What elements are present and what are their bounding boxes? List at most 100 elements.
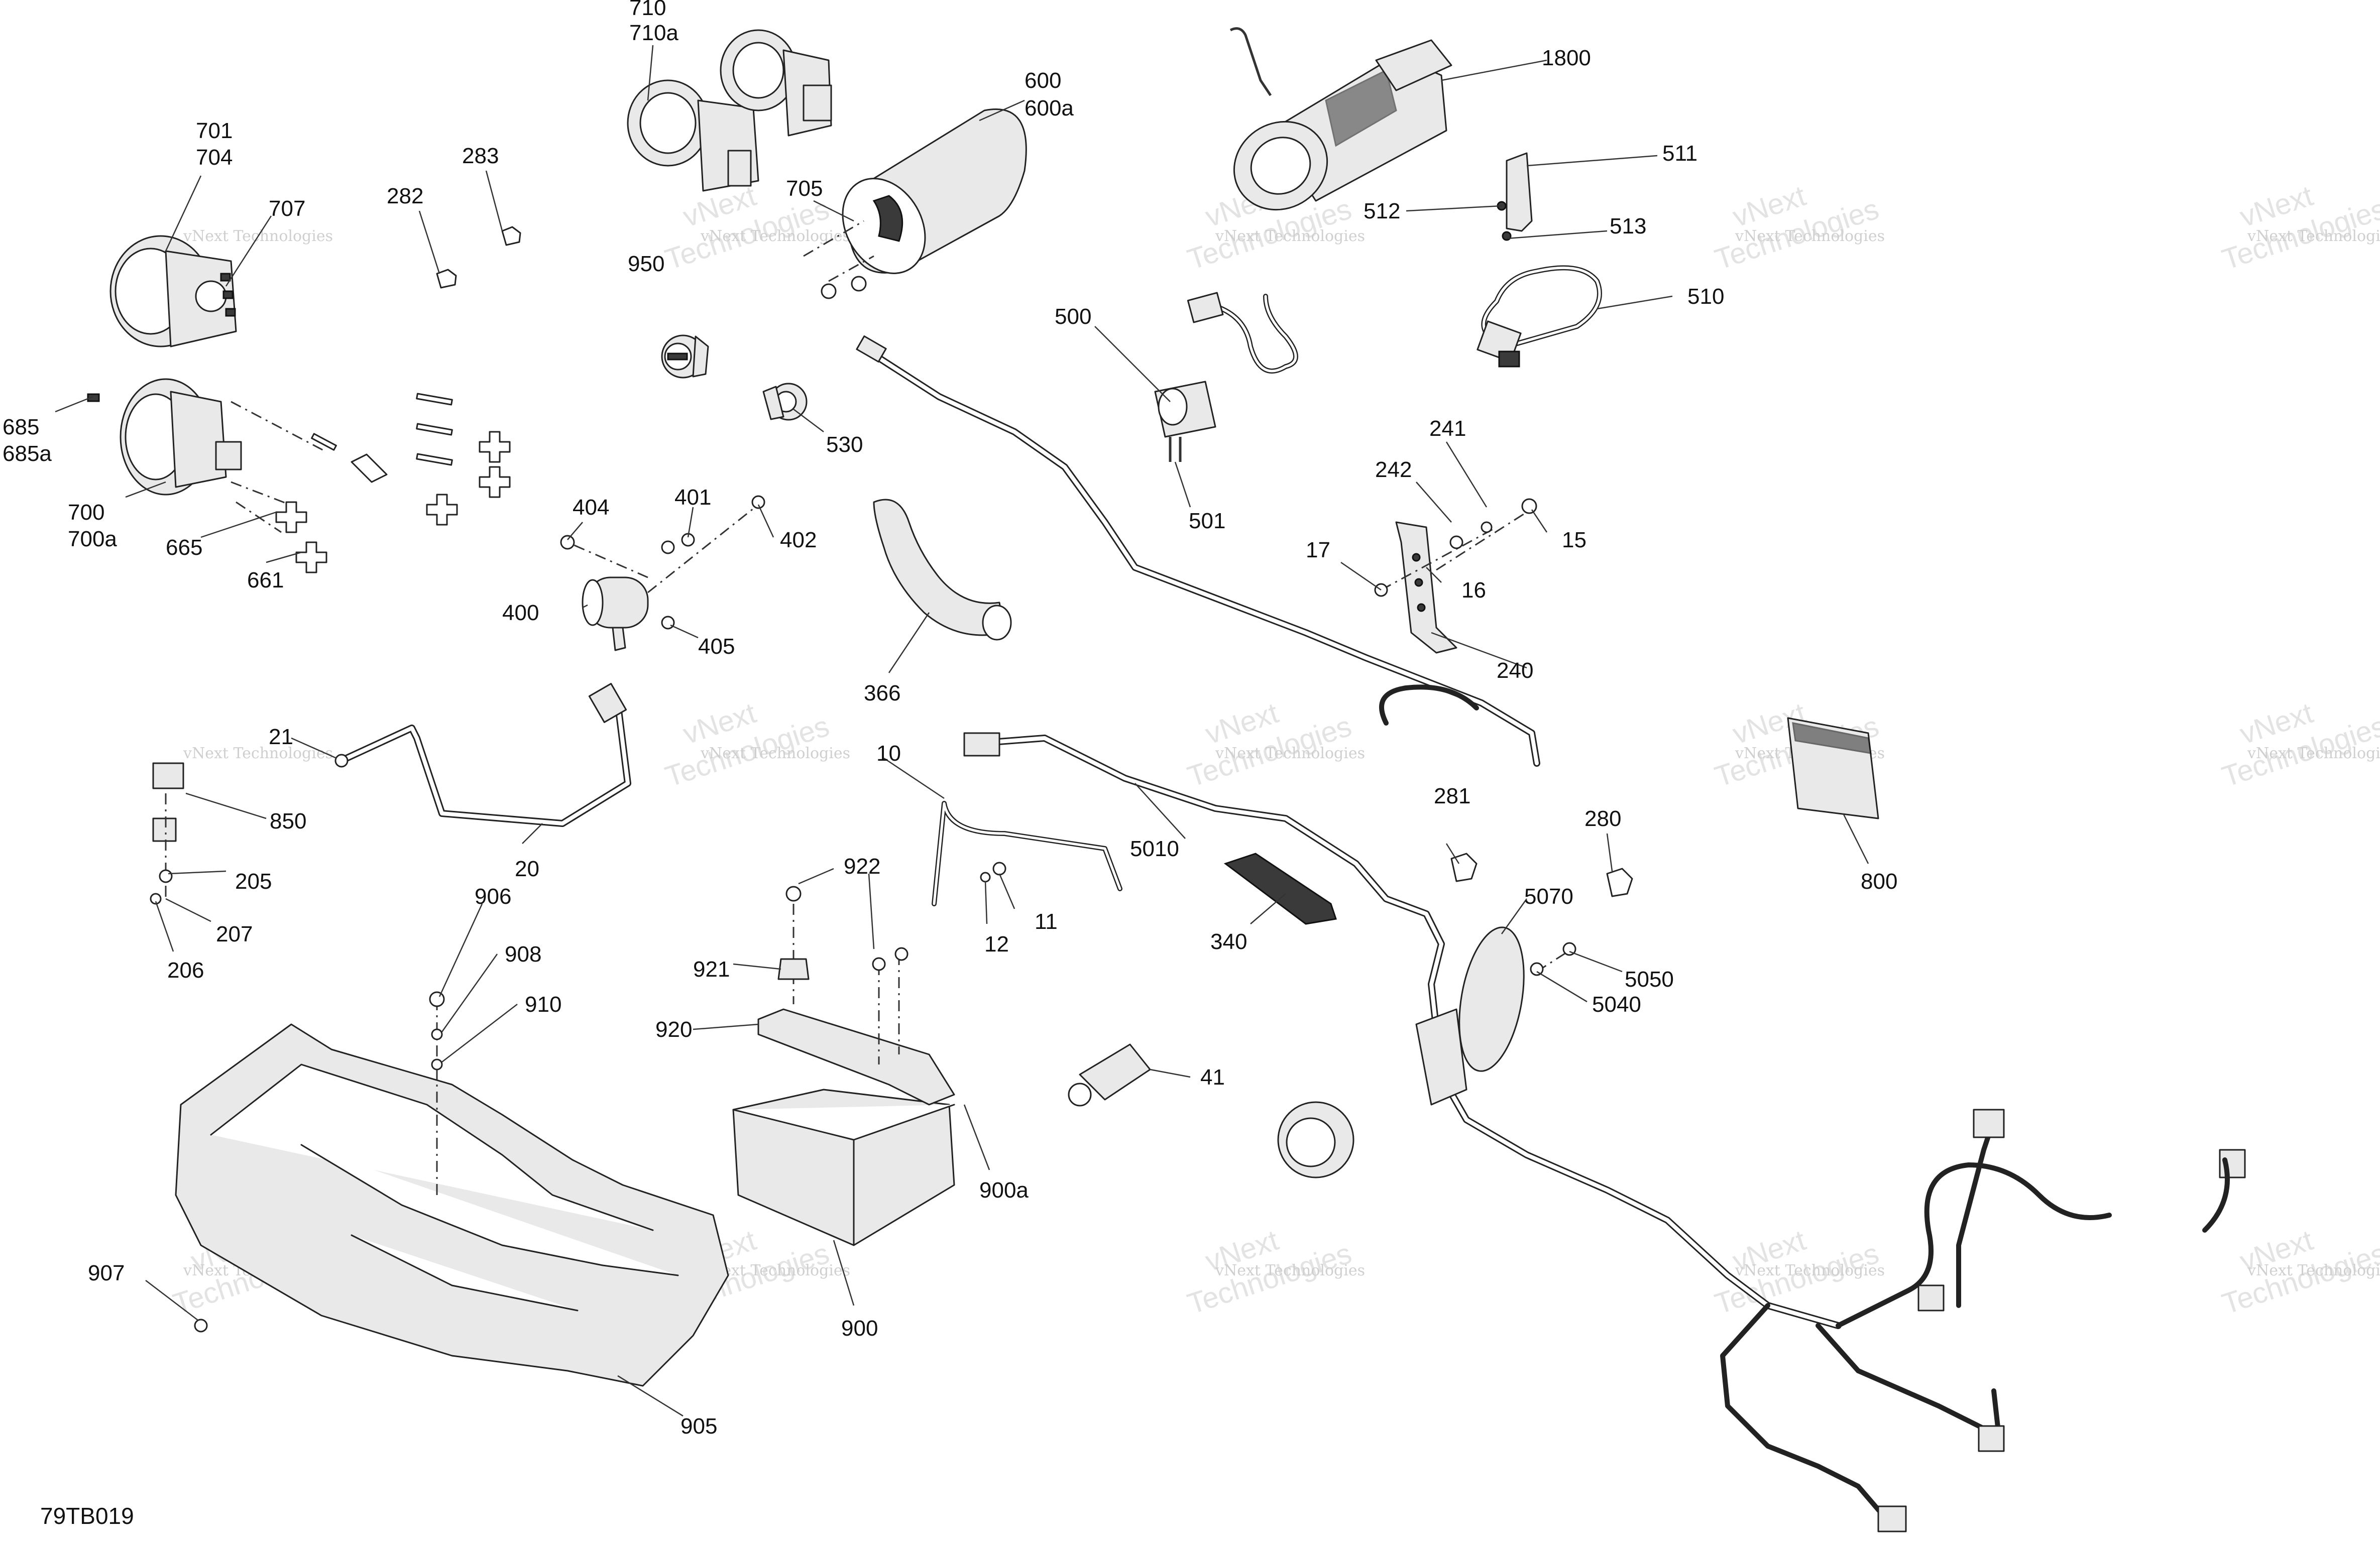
callout-950: 950	[628, 252, 664, 276]
callout-1800: 1800	[1542, 46, 1591, 70]
callout-850: 850	[270, 809, 306, 834]
callout-705: 705	[786, 176, 823, 201]
callout-920: 920	[655, 1017, 692, 1042]
watermark-text: vNext Technologies	[2247, 745, 2380, 762]
clip-280[interactable]	[1606, 868, 1633, 897]
watermark: vNext Technologies	[2218, 179, 2380, 276]
winch-cable[interactable]	[856, 335, 1540, 767]
winch-switch-harness[interactable]	[1477, 152, 1602, 368]
callout-5070: 5070	[1524, 884, 1573, 909]
leader-lines	[55, 45, 1869, 1417]
watermark-text: vNext Technologies	[2247, 1262, 2380, 1279]
control-module-800[interactable]	[1787, 717, 1879, 819]
callout-900: 900	[841, 1316, 878, 1341]
switch-harness-500[interactable]	[1154, 292, 1298, 462]
callout-5040: 5040	[1592, 992, 1641, 1017]
winch[interactable]	[1218, 27, 1452, 226]
socket-530[interactable]	[762, 383, 808, 421]
callout-700: 700	[68, 500, 104, 525]
callout-906: 906	[475, 884, 511, 909]
callout-206: 206	[167, 958, 204, 983]
ground-cable-10[interactable]	[932, 801, 1122, 906]
watermark-text: vNext Technologies	[2247, 227, 2380, 245]
callout-710a: 710a	[629, 21, 678, 45]
corrugated-tube-340[interactable]	[1223, 853, 1337, 925]
hose-366[interactable]	[873, 499, 1012, 641]
watermark: vNext Technologies	[661, 696, 833, 793]
main-wire-harness-5010[interactable]	[963, 732, 2246, 1532]
bracket-240[interactable]	[1374, 498, 1537, 654]
callout-501: 501	[1189, 509, 1225, 533]
air-filter[interactable]	[803, 108, 1027, 299]
callout-401: 401	[674, 485, 711, 510]
callout-800: 800	[1861, 869, 1897, 894]
callout-205: 205	[235, 869, 272, 894]
callout-704: 704	[196, 145, 233, 170]
callout-15: 15	[1562, 528, 1586, 552]
callout-512: 512	[1364, 199, 1400, 223]
callout-530: 530	[826, 432, 863, 457]
callout-242: 242	[1375, 457, 1412, 482]
watermark: vNext Technologies	[2218, 696, 2380, 793]
round-light[interactable]	[1277, 1101, 1354, 1178]
callout-400: 400	[502, 601, 539, 625]
callout-11: 11	[1035, 909, 1058, 934]
callout-405: 405	[698, 634, 735, 659]
callout-16: 16	[1461, 578, 1486, 603]
battery-900[interactable]	[732, 1089, 955, 1246]
callout-685: 685	[3, 415, 39, 439]
watermark-text: vNext Technologies	[700, 745, 850, 762]
callout-41: 41	[1200, 1065, 1225, 1090]
callout-241: 241	[1429, 416, 1466, 441]
callout-402: 402	[780, 528, 817, 552]
watermark-text: vNext Technologies	[1735, 227, 1885, 245]
callout-207: 207	[216, 922, 253, 946]
ignition-key-switch[interactable]	[661, 334, 709, 379]
callout-404: 404	[573, 495, 609, 520]
callout-910: 910	[525, 992, 561, 1017]
callout-280: 280	[1584, 806, 1621, 831]
callout-908: 908	[505, 942, 541, 967]
callout-600a: 600a	[1025, 96, 1074, 121]
callout-12: 12	[984, 932, 1009, 957]
connector-850[interactable]	[150, 762, 184, 905]
watermark-text: vNext Technologies	[1215, 227, 1365, 245]
headlight-upper[interactable]	[109, 235, 237, 347]
throttle-body[interactable]	[627, 29, 832, 192]
callout-510: 510	[1687, 284, 1724, 309]
callout-21: 21	[269, 725, 293, 749]
callout-922: 922	[844, 854, 880, 879]
battery-tray-905[interactable]	[175, 991, 729, 1387]
callout-20: 20	[515, 857, 539, 881]
watermark-text: vNext Technologies	[1215, 1262, 1365, 1279]
watermark-text: vNext Technologies	[183, 745, 333, 762]
callout-283: 283	[462, 144, 499, 168]
watermark-text: vNext Technologies	[1215, 745, 1365, 762]
headlight-hardware	[87, 226, 521, 573]
battery-cable-20[interactable]	[334, 683, 631, 827]
cover-5070[interactable]	[1449, 922, 1576, 1076]
callout-281: 281	[1434, 784, 1470, 808]
callout-10: 10	[876, 741, 901, 766]
callout-710: 710	[629, 0, 666, 20]
callout-665: 665	[166, 535, 202, 560]
callout-701: 701	[196, 118, 233, 143]
battery-holddown-920[interactable]	[757, 886, 955, 1106]
headlight-lower[interactable]	[120, 378, 242, 496]
callout-661: 661	[247, 568, 284, 592]
callout-511: 511	[1662, 141, 1697, 166]
callout-340: 340	[1210, 929, 1247, 954]
callout-905: 905	[681, 1414, 717, 1439]
callout-907: 907	[88, 1261, 125, 1285]
watermark: vNext Technologies	[1711, 179, 1883, 276]
terminal-cover-41[interactable]	[1068, 1043, 1151, 1107]
callout-240: 240	[1497, 658, 1533, 683]
callout-685a: 685a	[3, 441, 52, 466]
callout-513: 513	[1610, 214, 1646, 239]
callout-5050: 5050	[1625, 967, 1674, 992]
callout-921: 921	[693, 957, 730, 982]
drawing-code: 79TB019	[40, 1503, 134, 1529]
watermark-text: vNext Technologies	[1735, 1262, 1885, 1279]
solenoid-400[interactable]	[560, 495, 765, 651]
